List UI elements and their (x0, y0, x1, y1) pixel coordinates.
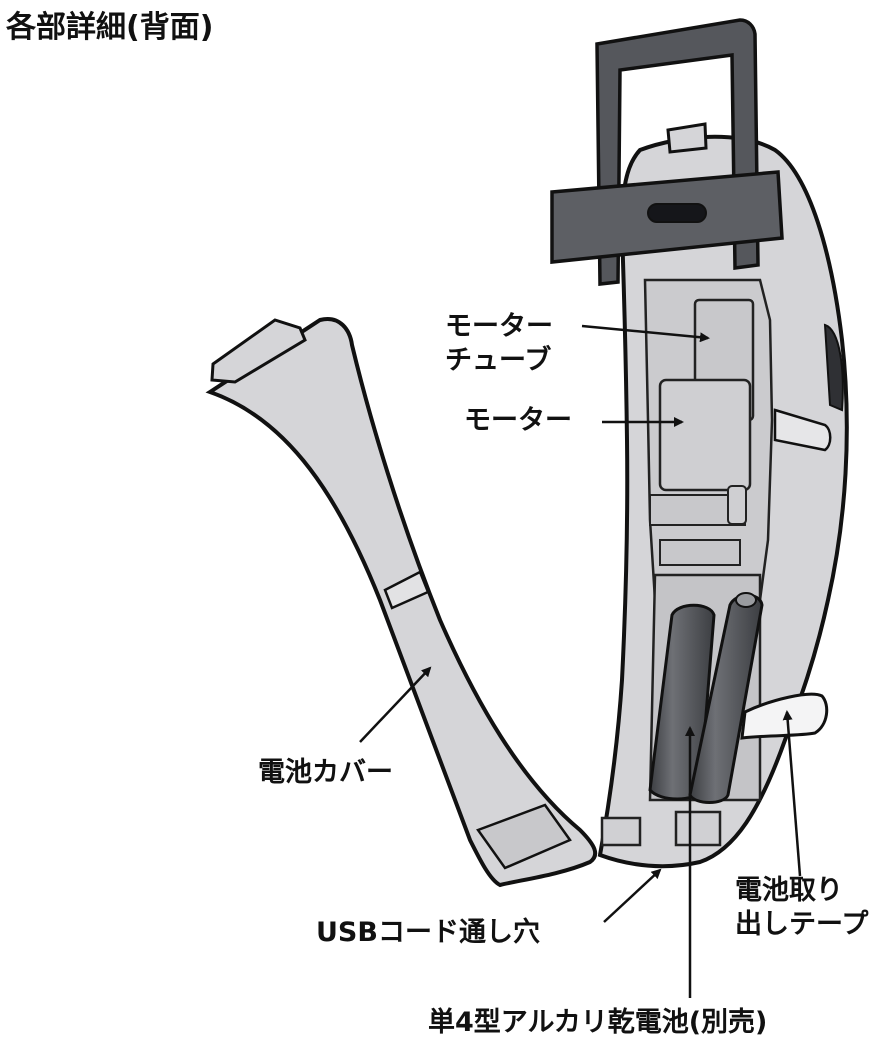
label-batteries: 単4型アルカリ乾電池(別売) (428, 1007, 768, 1038)
label-motor-tube-line2: チューブ (445, 345, 552, 376)
label-pull-tape-line2: 出しテープ (735, 909, 869, 940)
side-button (823, 323, 844, 412)
batteries-group (648, 592, 764, 804)
label-usb-hole: USBコード通し穴 (316, 917, 540, 948)
label-pull-tape: 電池取り 出しテープ (735, 874, 868, 942)
label-battery-cover: 電池カバー (258, 757, 393, 788)
label-motor-tube-line1: モーター (445, 311, 553, 342)
leader-usb-hole (603, 868, 662, 923)
leader-battery-cover (359, 666, 432, 743)
leader-motor-tube (581, 324, 710, 343)
leader-pull-tape (782, 710, 802, 877)
page-title: 各部詳細(背面) (6, 10, 214, 45)
label-pull-tape-line1: 電池取り (735, 875, 843, 906)
motor (658, 378, 752, 492)
label-motor: モーター (464, 405, 572, 436)
label-motor-tube: モーター チューブ (445, 310, 553, 378)
hanging-handle (550, 18, 784, 286)
leader-lines (359, 324, 802, 998)
battery-cover (205, 317, 598, 888)
